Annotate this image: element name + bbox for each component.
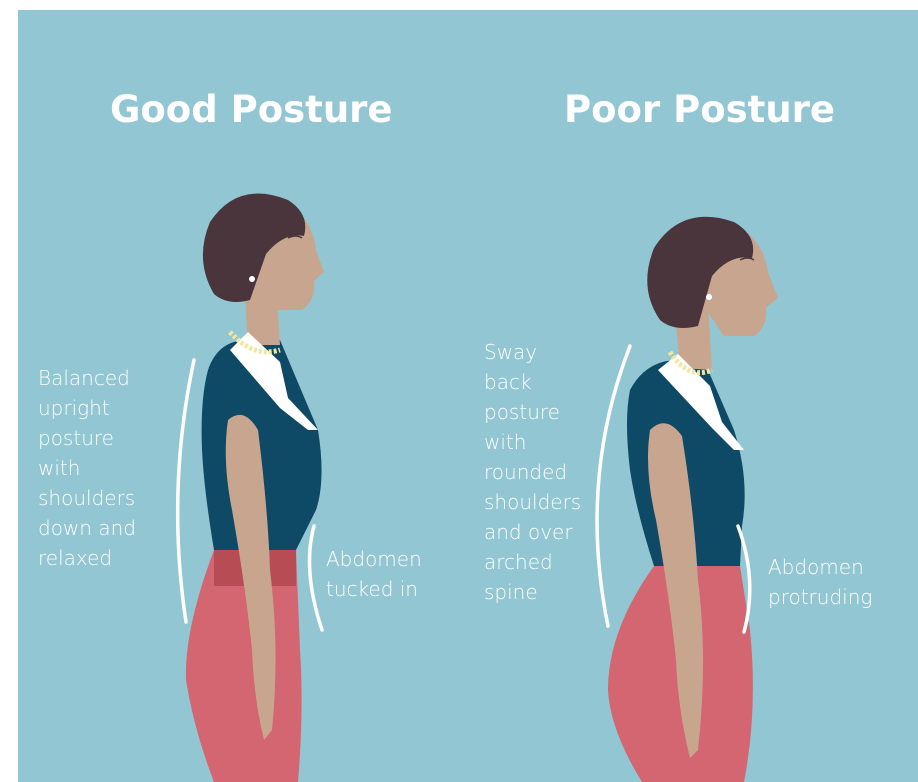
good-back-label: Balanced upright posture with shoulders …: [38, 363, 136, 573]
poor-earring: [706, 294, 712, 300]
infographic-panel: Good Posture Poor Posture: [18, 10, 918, 782]
poor-back-label: Sway back posture with rounded shoulders…: [484, 337, 581, 607]
good-abdomen-label: Abdomen tucked in: [326, 544, 422, 604]
poor-back-curve: [597, 346, 630, 626]
poor-posture-figure: [18, 10, 918, 782]
poor-abdomen-label: Abdomen protruding: [768, 552, 872, 612]
